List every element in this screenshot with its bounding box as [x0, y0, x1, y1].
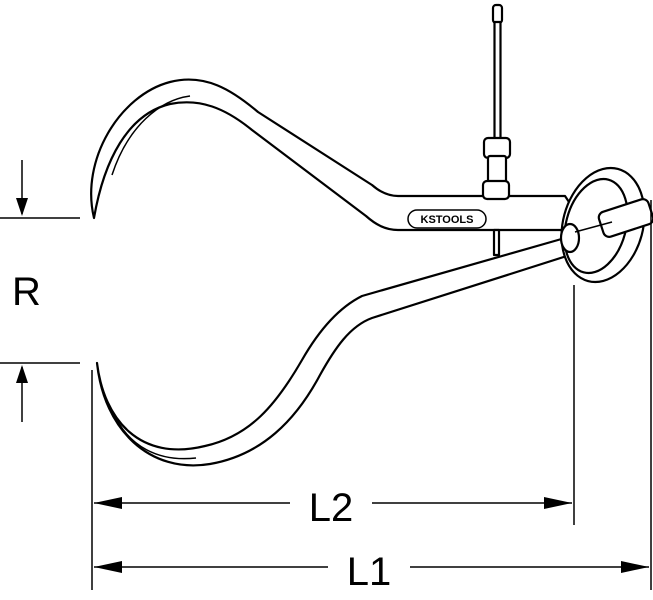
- l2-label: L2: [309, 486, 354, 530]
- pivot-disc: [559, 166, 653, 284]
- radius-label: R: [12, 270, 41, 314]
- upper-leg: [90, 78, 575, 232]
- kstools-logo: KSTOOLS: [407, 209, 487, 229]
- l1-dimension: L1: [94, 550, 649, 594]
- depth-rod: [481, 3, 512, 257]
- logo-text: KSTOOLS: [421, 214, 474, 226]
- extension-lines: [91, 200, 652, 590]
- lower-leg: [95, 236, 572, 467]
- l2-dimension: L2: [94, 486, 572, 530]
- radius-dimension: R: [0, 160, 80, 422]
- l1-label: L1: [347, 550, 392, 594]
